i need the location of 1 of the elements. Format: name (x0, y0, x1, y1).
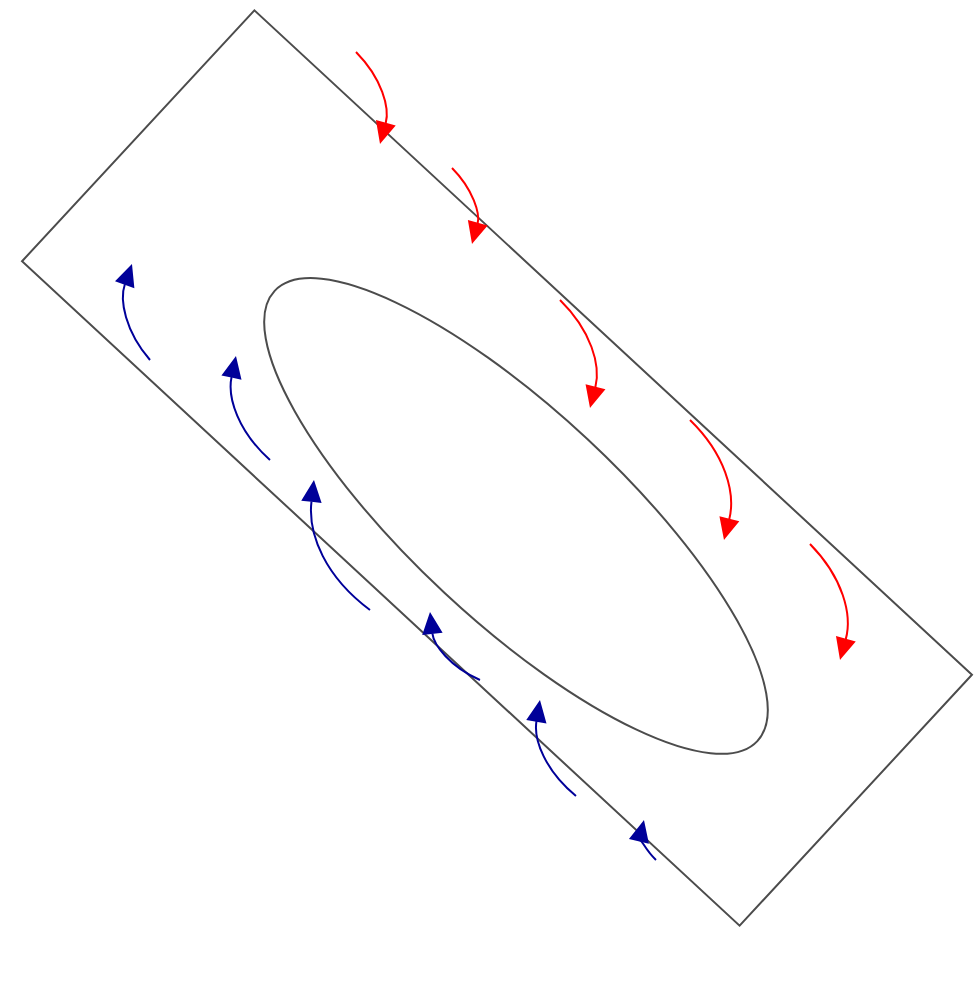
ellipse-outline (263, 277, 769, 755)
